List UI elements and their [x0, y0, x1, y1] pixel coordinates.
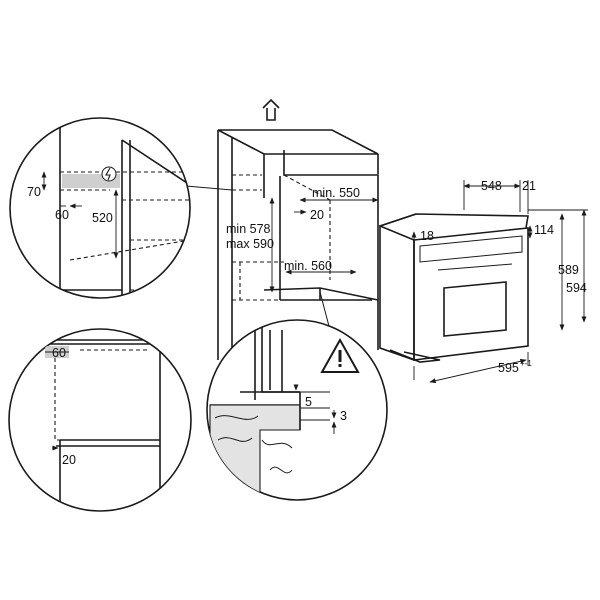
dim-5: 5 — [293, 384, 330, 409]
dim-60-top: 60 — [55, 203, 82, 222]
label-min560: min. 560 — [284, 259, 332, 273]
dim-min560: min. 560 — [284, 259, 357, 275]
detail-bottom-circle: 60 20 — [8, 328, 192, 512]
label-548: 548 — [481, 179, 502, 193]
cabinet: min. 550 20 min 578 max 590 min. 560 — [217, 98, 379, 360]
label-60-top: 60 — [55, 208, 69, 222]
dim-520: 520 — [92, 189, 119, 259]
connector-top — [185, 185, 233, 191]
label-594: 594 — [566, 281, 587, 295]
label-min578: min 578 — [226, 222, 271, 236]
dim-548: 548 — [463, 179, 521, 212]
label-70: 70 — [27, 185, 41, 199]
label-20-niche: 20 — [310, 208, 324, 222]
warning-triangle-icon — [320, 337, 360, 373]
label-589: 589 — [558, 263, 579, 277]
dim-21: 21 — [522, 179, 536, 214]
connector-floor — [319, 291, 331, 331]
label-18: 18 — [420, 229, 434, 243]
label-21: 21 — [522, 179, 536, 193]
vent-arrow-up-icon — [262, 98, 280, 121]
dim-20-niche: 20 — [294, 208, 324, 222]
label-595: 595 — [498, 361, 519, 375]
dim-594: 594 — [528, 209, 588, 323]
dim-595: 595 +-1 — [413, 352, 532, 384]
oven: 548 21 18 114 589 594 595 +-1 — [379, 179, 588, 384]
label-114: 114 — [534, 223, 554, 237]
label-max590: max 590 — [226, 237, 274, 251]
dim-114: 114 — [527, 223, 554, 239]
dim-70: 70 — [27, 171, 47, 199]
label-5: 5 — [305, 395, 312, 409]
label-520: 520 — [92, 211, 113, 225]
dim-min550: min. 550 — [299, 186, 379, 203]
dim-18: 18 — [411, 229, 434, 260]
dim-3: 3 — [300, 409, 347, 434]
detail-floor-circle: 5 3 — [206, 319, 388, 501]
dim-20-bottom: 20 — [52, 445, 76, 467]
label-60-bottom: 60 — [52, 346, 66, 360]
label-3: 3 — [340, 409, 347, 423]
label-595-tolerance: +-1 — [520, 359, 532, 368]
label-min550: min. 550 — [312, 186, 360, 200]
lightning-bolt-icon — [101, 166, 117, 182]
dim-min578-max590: min 578 max 590 — [226, 197, 275, 293]
dim-60-bottom: 60 — [45, 346, 69, 360]
dim-589: 589 — [558, 213, 579, 331]
label-20-bottom: 20 — [62, 453, 76, 467]
detail-top-circle: 70 60 520 — [9, 117, 191, 299]
